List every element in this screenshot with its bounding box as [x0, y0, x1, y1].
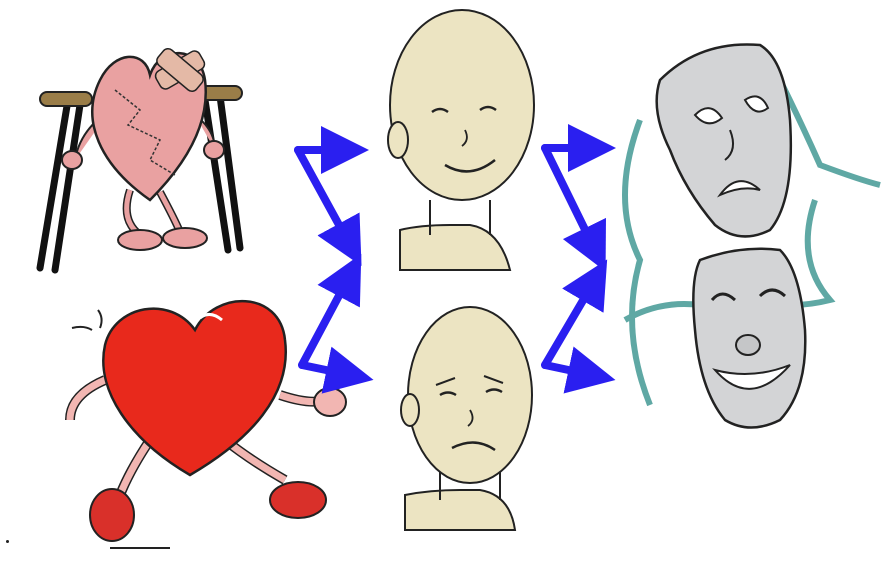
- arrow-sad-to-masks-1: [545, 280, 595, 365]
- smiling-face-icon: [388, 10, 534, 270]
- crutch-left: [40, 100, 80, 270]
- sad-face-icon: [401, 307, 532, 530]
- arrow-running-to-happy: [302, 275, 350, 365]
- comedy-tragedy-masks-icon: [625, 44, 880, 427]
- arrow-injured-to-sad: [298, 150, 350, 245]
- stray-dot: [6, 540, 9, 543]
- crutch-right: [205, 96, 240, 250]
- arrow-sad-to-masks-2: [545, 365, 592, 375]
- heart-on-crutches-icon: [40, 46, 242, 270]
- running-heart-icon: [70, 301, 346, 548]
- arrow-running-to-sad: [302, 365, 350, 375]
- arrow-happy-to-masks-2: [545, 148, 595, 250]
